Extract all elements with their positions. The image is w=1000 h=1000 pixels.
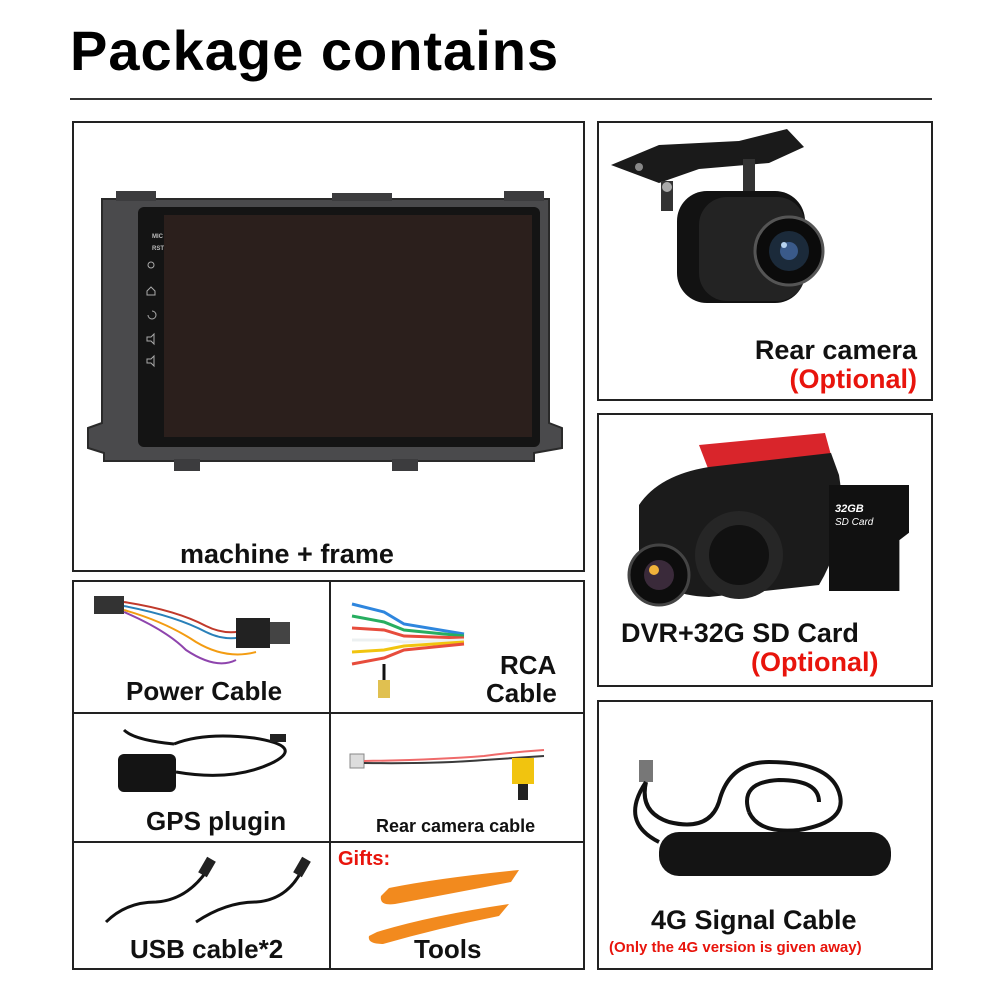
machine-label: machine + frame	[180, 539, 394, 569]
rca-cable-image	[351, 602, 465, 698]
accessories-grid: Power Cable RCA Cable GPS plugin Rear ca…	[72, 580, 585, 970]
gifts-label: Gifts:	[338, 848, 391, 870]
sd-card-capacity: 32GB	[835, 503, 864, 515]
gps-label: GPS plugin	[146, 806, 287, 836]
rear-camera-cable-label: Rear camera cable	[376, 816, 536, 836]
power-cable-label: Power Cable	[126, 676, 283, 706]
rear-camera-label: Rear camera	[754, 335, 917, 365]
tools-label: Tools	[414, 934, 482, 964]
grid-divider-vertical	[329, 582, 331, 970]
dvr-camera-image	[627, 433, 842, 607]
head-unit-image	[87, 191, 563, 471]
usb-cables-image	[104, 856, 311, 924]
signal-note: (Only the 4G version is given away)	[609, 939, 862, 956]
rca-cable-label-line1: RCA	[500, 650, 557, 680]
pry-tools-image	[368, 870, 519, 944]
4g-antenna-image	[633, 759, 891, 876]
machine-panel: MIC RST machine + frame	[72, 121, 585, 572]
gps-antenna-image	[118, 728, 287, 792]
side-button-icons	[146, 261, 157, 368]
rear-camera-image	[611, 129, 825, 303]
grid-divider-row-1	[74, 712, 585, 714]
rst-label: RST	[152, 246, 164, 252]
dvr-label: DVR+32G SD Card	[621, 618, 859, 648]
page-title: Package contains	[70, 19, 560, 82]
usb-cable-label: USB cable*2	[130, 934, 284, 964]
dvr-optional: (Optional)	[751, 647, 879, 677]
signal-label: 4G Signal Cable	[651, 905, 857, 935]
sd-card-text: SD Card	[835, 517, 874, 528]
rear-camera-panel: Rear camera (Optional)	[597, 121, 933, 401]
rear-camera-cable-image	[349, 749, 545, 800]
rca-cable-label-line2: Cable	[486, 678, 557, 708]
dvr-panel: 32GB SD Card DVR+32G SD Card (Optional)	[597, 413, 933, 687]
power-cable-image	[94, 596, 290, 665]
signal-panel: 4G Signal Cable (Only the 4G version is …	[597, 700, 933, 970]
rear-camera-optional: (Optional)	[789, 364, 917, 394]
mic-label: MIC	[152, 234, 163, 240]
grid-divider-row-2	[74, 841, 585, 843]
title-divider	[70, 98, 932, 100]
sd-card	[829, 485, 909, 591]
